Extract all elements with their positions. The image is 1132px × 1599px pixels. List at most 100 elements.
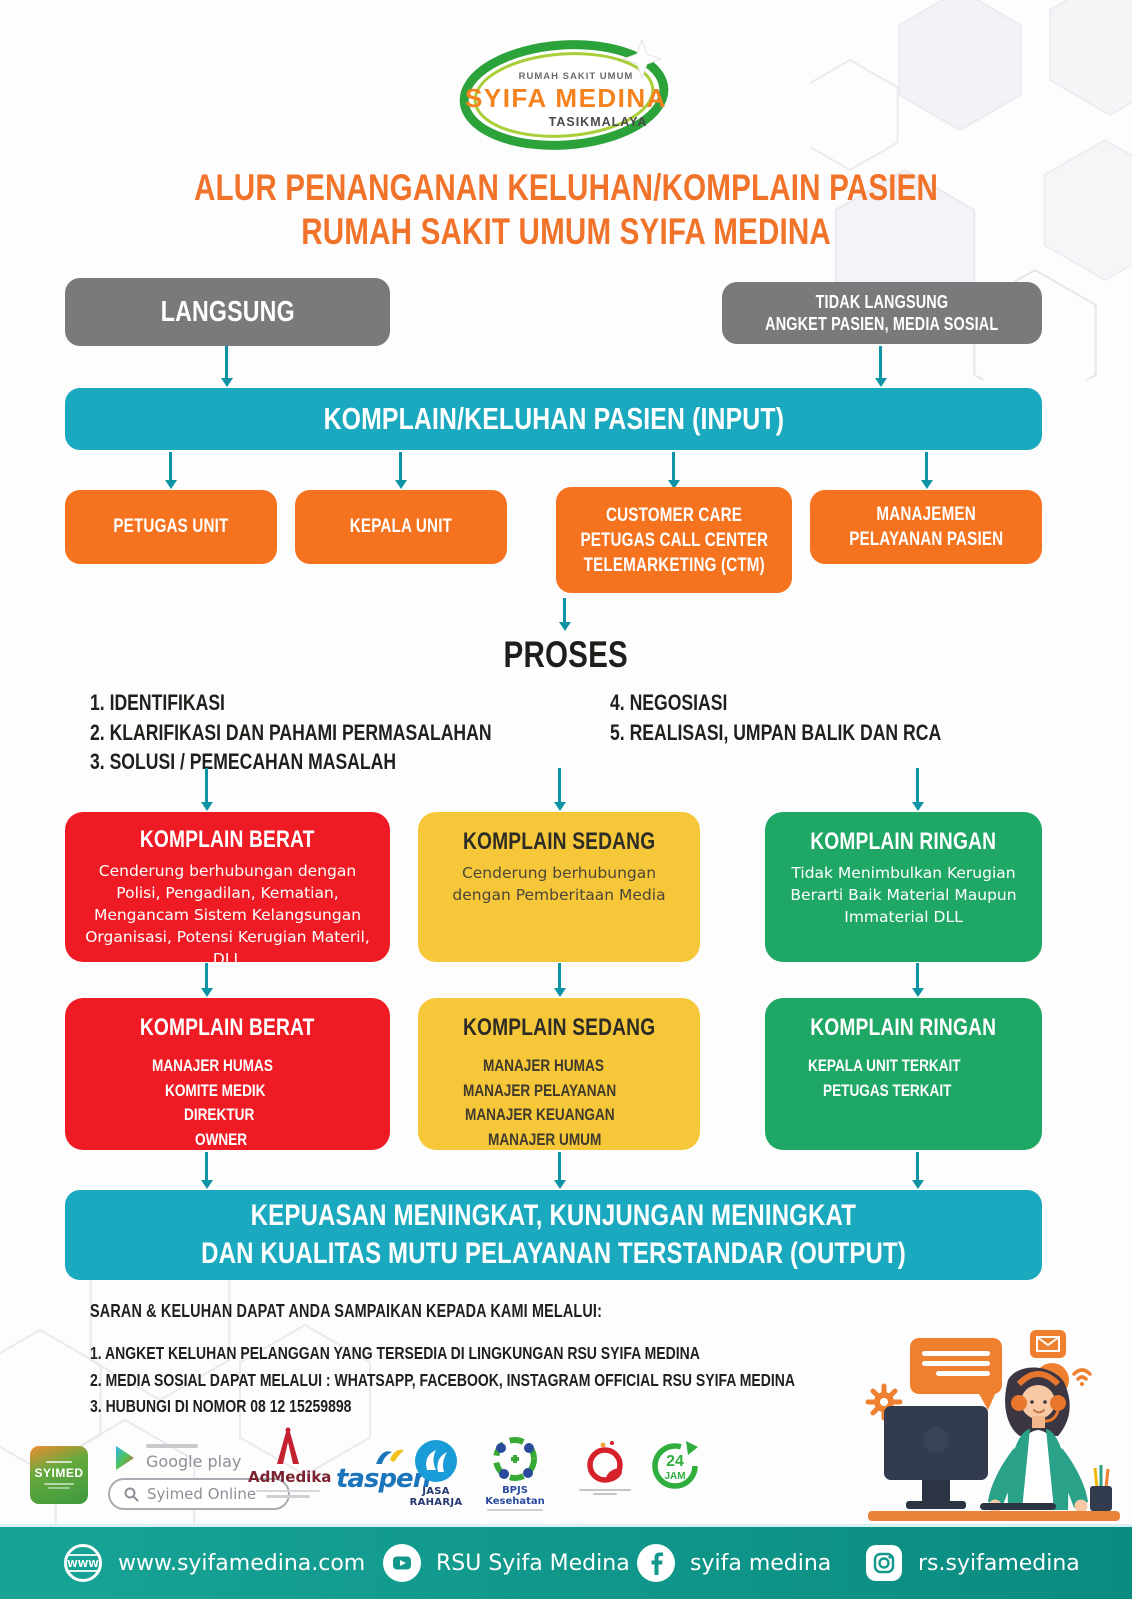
source-box-langsung: LANGSUNG (65, 278, 390, 346)
logo-subtitle: RUMAH SAKIT UMUM (519, 71, 634, 82)
instagram-icon (866, 1545, 902, 1581)
jasa-raharja-label: JASA RAHARJA (409, 1486, 463, 1508)
process-title: PROSES (0, 634, 1132, 676)
24-label: 24 (666, 1453, 684, 1470)
process-step: 4. NEGOSIASI (610, 690, 728, 715)
flow-arrow (200, 1152, 213, 1189)
severity-item: MANAJER HUMAS (483, 1056, 605, 1075)
severity-title: KOMPLAIN BERAT (140, 1014, 315, 1041)
flow-arrow (164, 452, 177, 489)
severity-title: KOMPLAIN BERAT (140, 826, 315, 853)
output-bar-line1: KEPUASAN MENINGKAT, KUNJUNGAN MENINGKAT (250, 1199, 857, 1232)
footer-instagram[interactable]: rs.syifamedina (864, 1527, 1080, 1599)
bpjs-logo: BPJS Kesehatan (472, 1434, 558, 1511)
speech-bubble-icon (910, 1338, 1002, 1410)
severity-handlers-sedang: KOMPLAIN SEDANG MANAJER HUMAS MANAJER PE… (418, 998, 700, 1150)
flow-arrow (558, 598, 571, 631)
severity-title: KOMPLAIN SEDANG (462, 828, 656, 855)
process-step: 2. KLARIFIKASI DAN PAHAMI PERMASALAHAN (90, 719, 492, 745)
process-title-label: PROSES (503, 634, 629, 675)
severity-body: Tidak Menimbulkan Kerugian Berarti Baik … (790, 864, 1017, 926)
footer-facebook[interactable]: syifa medina (636, 1527, 831, 1599)
google-play-label: Google play (146, 1452, 242, 1471)
taspen-logo: taspen (336, 1446, 431, 1494)
syimed-app-badge[interactable]: SYIMED (30, 1446, 88, 1504)
severity-item: MANAJER KEUANGAN (465, 1105, 616, 1124)
support-agent-figure (988, 1367, 1088, 1513)
search-pill-label: Syimed Online (147, 1485, 257, 1503)
severity-title: KOMPLAIN SEDANG (462, 1014, 656, 1041)
footer-youtube-label: RSU Syifa Medina (436, 1550, 630, 1576)
severity-item: MANAJER HUMAS (151, 1056, 273, 1075)
jam-label: JAM (664, 1471, 685, 1482)
input-bar-label: KOMPLAIN/KELUHAN PASIEN (INPUT) (323, 401, 784, 436)
severity-desc-sedang: KOMPLAIN SEDANG Cenderung berhubungan de… (418, 812, 700, 962)
severity-title: KOMPLAIN RINGAN (810, 828, 997, 855)
syimed-label: SYIMED (34, 1466, 84, 1480)
process-list-right: 4. NEGOSIASI 5. REALISASI, UMPAN BALIK D… (610, 688, 1024, 747)
footer-website-label: www.syifamedina.com (118, 1550, 366, 1576)
jasa-raharja-icon (415, 1440, 457, 1482)
google-play-badge[interactable]: Google play (114, 1444, 241, 1471)
source-tidak-langsung-line1: TIDAK LANGSUNG (815, 292, 949, 312)
flow-arrow (920, 452, 933, 489)
flow-arrow (911, 768, 924, 811)
process-step: 5. REALISASI, UMPAN BALIK DAN RCA (610, 719, 942, 745)
severity-item: DIREKTUR (183, 1105, 254, 1124)
contact-heading: SARAN & KELUHAN DAPAT ANDA SAMPAIKAN KEP… (90, 1301, 730, 1322)
footer-instagram-label: rs.syifamedina (918, 1550, 1080, 1576)
source-tidak-langsung-line2: ANGKET PASIEN, MEDIA SOSIAL (765, 314, 999, 334)
pen-cup-icon (1090, 1465, 1112, 1511)
poster-title-line2: RUMAH SAKIT UMUM SYIFA MEDINA (301, 211, 831, 252)
kars-logo (572, 1438, 638, 1495)
bpjs-label: BPJS Kesehatan (485, 1485, 545, 1507)
severity-desc-ringan: KOMPLAIN RINGAN Tidak Menimbulkan Kerugi… (765, 812, 1042, 962)
taspen-leaf-icon (376, 1449, 404, 1464)
flow-arrow (911, 963, 924, 997)
flow-arrow (220, 346, 233, 387)
footer-website[interactable]: WWW www.syifamedina.com (62, 1527, 365, 1599)
youtube-icon (383, 1544, 421, 1582)
contact-item: 2. MEDIA SOSIAL DAPAT MELALUI : WHATSAPP… (90, 1369, 795, 1390)
flow-arrow (874, 346, 887, 387)
handler-label: MANAJEMEN (876, 504, 976, 525)
footer-top-edge (0, 1524, 1132, 1527)
footer-youtube[interactable]: RSU Syifa Medina (382, 1527, 630, 1599)
flow-arrow (553, 768, 566, 811)
globe-www-icon: WWW (64, 1544, 102, 1582)
facebook-icon (637, 1544, 675, 1582)
severity-desc-berat: KOMPLAIN BERAT Cenderung berhubungan den… (65, 812, 390, 968)
search-icon (124, 1487, 139, 1501)
customer-service-illustration (865, 1330, 1120, 1521)
kars-icon (587, 1441, 623, 1483)
severity-item: KEPALA UNIT TERKAIT (808, 1056, 961, 1075)
google-play-icon (116, 1445, 134, 1470)
output-bar: KEPUASAN MENINGKAT, KUNJUNGAN MENINGKAT … (65, 1190, 1042, 1280)
footer-bar: WWW www.syifamedina.com RSU Syifa Medina… (0, 1527, 1132, 1599)
flow-arrow (394, 452, 407, 489)
wifi-icon (1072, 1368, 1092, 1386)
handler-box-manajemen: MANAJEMEN PELAYANAN PASIEN (810, 490, 1042, 564)
admedika-icon (277, 1427, 299, 1464)
severity-item: OWNER (194, 1129, 248, 1149)
poster-title: ALUR PENANGANAN KELUHAN/KOMPLAIN PASIEN … (0, 166, 1132, 254)
logo-name: SYIFA MEDINA (465, 83, 667, 113)
contact-item: 1. ANGKET KELUHAN PELANGGAN YANG TERSEDI… (90, 1343, 700, 1363)
syimed-search-pill[interactable]: Syimed Online (108, 1478, 290, 1510)
handler-label: TELEMARKETING (CTM) (583, 554, 765, 576)
admedika-label: AdMedika (248, 1468, 332, 1486)
flow-arrow (911, 1152, 924, 1189)
source-box-tidak-langsung: TIDAK LANGSUNG ANGKET PASIEN, MEDIA SOSI… (722, 282, 1042, 344)
flow-arrow (200, 768, 213, 811)
severity-body: Cenderung berhubungan dengan Pemberitaan… (452, 864, 666, 904)
handler-label: PETUGAS UNIT (113, 516, 229, 537)
flow-arrow (553, 963, 566, 997)
severity-item: KOMITE MEDIK (164, 1080, 266, 1100)
handler-label: CUSTOMER CARE (605, 504, 743, 526)
taspen-label: taspen (336, 1464, 431, 1494)
desk (868, 1511, 1120, 1521)
handler-box-kepala-unit: KEPALA UNIT (295, 490, 507, 564)
jasa-raharja-logo: JASA RAHARJA (400, 1438, 472, 1508)
severity-item: PETUGAS TERKAIT (823, 1080, 952, 1100)
